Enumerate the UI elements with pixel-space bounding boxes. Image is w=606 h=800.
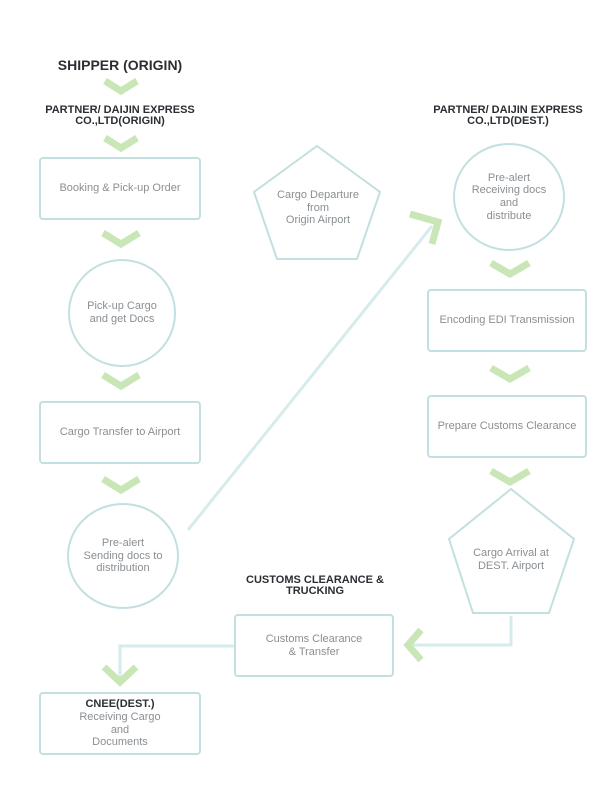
heading-partner-dest: PARTNER/ DAIJIN EXPRESS CO.,LTD(DEST.) — [433, 104, 583, 127]
pentagon-arrival — [447, 487, 576, 614]
node-booking: Booking & Pick-up Order — [39, 157, 201, 220]
cnee-title: CNEE(DEST.) — [85, 698, 155, 711]
node-prealert-send: Pre-alert Sending docs to distribution — [67, 503, 179, 609]
node-prealert-receive: Pre-alert Receiving docs and distribute — [453, 143, 565, 251]
chevron-down-icon — [103, 135, 139, 153]
node-customs-prepare: Prepare Customs Clearance — [427, 395, 587, 458]
pentagon-departure — [252, 144, 382, 260]
arrowhead-left-icon — [403, 627, 424, 663]
connector-arrival-to-customs — [405, 616, 513, 647]
arrowhead-diagonal-icon — [409, 210, 443, 245]
chevron-down-icon — [103, 78, 139, 96]
node-edi: Encoding EDI Transmission — [427, 289, 587, 352]
chevron-down-icon — [101, 476, 141, 495]
node-customs-transfer: Customs Clearance & Transfer — [234, 614, 394, 677]
chevron-down-icon — [101, 372, 141, 391]
heading-customs-trucking: CUSTOMS CLEARANCE & TRUCKING — [246, 574, 384, 597]
connector-diagonal — [186, 225, 434, 531]
node-departure-label: Cargo Departure from Origin Airport — [277, 189, 359, 227]
connector-customs-to-cnee — [118, 644, 234, 680]
heading-shipper: SHIPPER (ORIGIN) — [57, 57, 183, 73]
node-pickup: Pick-up Cargo and get Docs — [68, 259, 176, 367]
chevron-down-icon — [489, 467, 531, 487]
chevron-down-icon — [101, 230, 141, 249]
cnee-body: Receiving Cargo and Documents — [79, 710, 161, 749]
chevron-down-icon — [489, 364, 531, 384]
node-cnee: CNEE(DEST.) Receiving Cargo and Document… — [39, 692, 201, 755]
chevron-down-icon — [489, 259, 531, 279]
heading-partner-origin: PARTNER/ DAIJIN EXPRESS CO.,LTD(ORIGIN) — [45, 104, 195, 127]
node-transfer: Cargo Transfer to Airport — [39, 401, 201, 464]
arrowhead-down-icon — [101, 664, 139, 687]
node-arrival-label: Cargo Arrival at DEST. Airport — [473, 547, 549, 572]
